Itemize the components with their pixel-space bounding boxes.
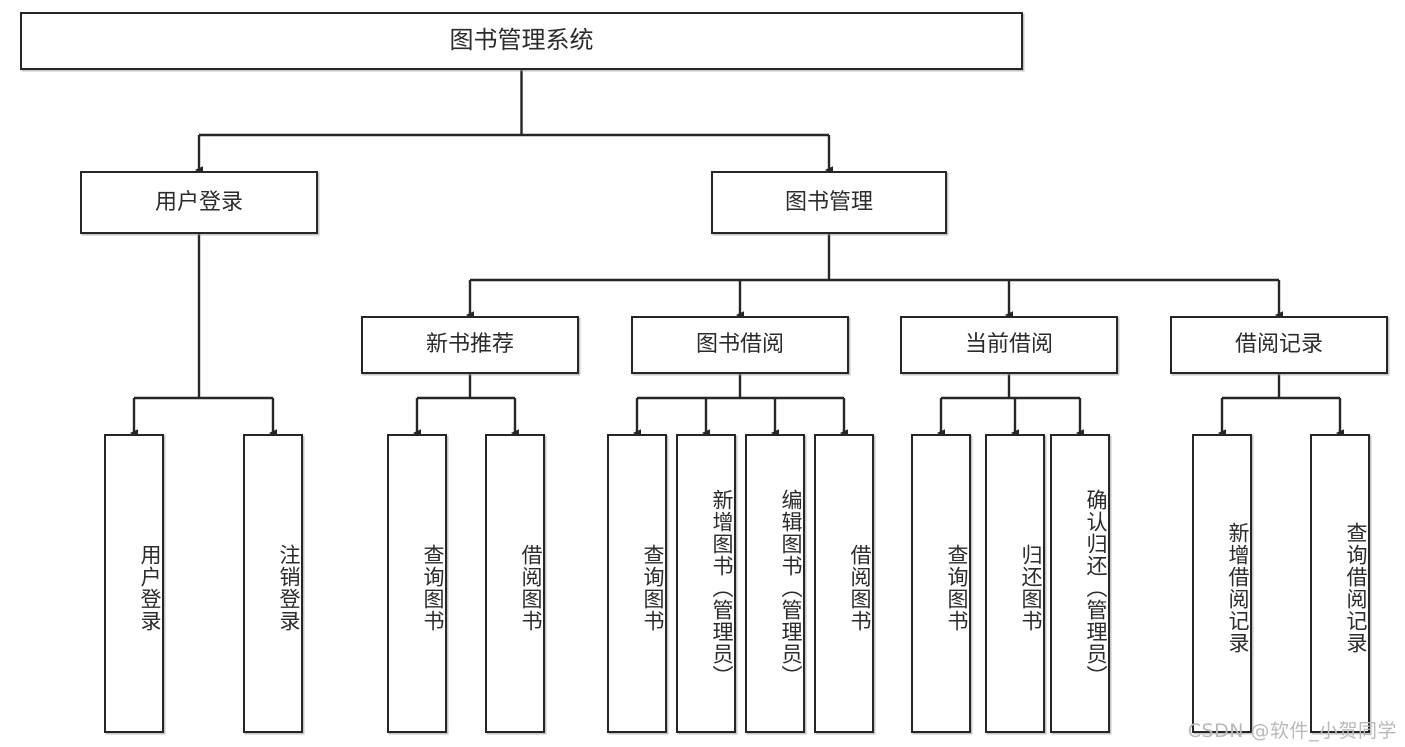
node-label-leaf-logout: 注销登录 <box>277 543 301 632</box>
node-root[interactable]: 图书管理系统 <box>20 12 1023 70</box>
node-label-leaf-user-login: 用户登录 <box>138 543 162 632</box>
node-label-user-login: 用户登录 <box>154 189 243 215</box>
node-book-borrow[interactable]: 图书借阅 <box>631 316 849 374</box>
edge-group <box>129 70 1345 437</box>
node-label-leaf-query-record: 查询借阅记录 <box>1344 521 1368 654</box>
node-label-current-borrow: 当前借阅 <box>964 332 1053 358</box>
node-book-manage[interactable]: 图书管理 <box>711 171 947 234</box>
node-label-book-borrow: 图书借阅 <box>695 332 784 358</box>
node-leaf-return-book[interactable]: 归还图书 <box>985 434 1045 733</box>
node-user-login[interactable]: 用户登录 <box>80 171 318 234</box>
node-label-borrow-record: 借阅记录 <box>1234 332 1323 358</box>
node-leaf-add-book[interactable]: 新增图书（管理员） <box>676 434 736 733</box>
node-label-leaf-return-book: 归还图书 <box>1019 543 1043 632</box>
node-leaf-query-book-3[interactable]: 查询图书 <box>911 434 971 733</box>
node-label-leaf-query-book-3: 查询图书 <box>945 543 969 632</box>
node-leaf-borrow-book-1[interactable]: 借阅图书 <box>485 434 545 733</box>
node-label-book-manage: 图书管理 <box>784 189 873 215</box>
node-leaf-query-book-1[interactable]: 查询图书 <box>387 434 447 733</box>
node-borrow-record[interactable]: 借阅记录 <box>1170 316 1388 374</box>
node-leaf-user-login[interactable]: 用户登录 <box>104 434 164 733</box>
node-leaf-add-record[interactable]: 新增借阅记录 <box>1192 434 1252 733</box>
node-label-leaf-add-record: 新增借阅记录 <box>1226 521 1250 654</box>
node-label-leaf-borrow-book-1: 借阅图书 <box>519 543 543 632</box>
node-label-leaf-add-book: 新增图书（管理员） <box>710 488 734 687</box>
node-label-leaf-query-book-2: 查询图书 <box>641 543 665 632</box>
node-current-borrow[interactable]: 当前借阅 <box>900 316 1118 374</box>
node-leaf-logout[interactable]: 注销登录 <box>243 434 303 733</box>
node-label-root: 图书管理系统 <box>449 26 594 55</box>
node-leaf-edit-book[interactable]: 编辑图书（管理员） <box>745 434 805 733</box>
node-label-new-book-rec: 新书推荐 <box>425 332 514 358</box>
node-label-leaf-borrow-book-2: 借阅图书 <box>848 543 872 632</box>
node-label-leaf-confirm-return: 确认归还（管理员） <box>1084 488 1108 687</box>
node-leaf-query-record[interactable]: 查询借阅记录 <box>1310 434 1370 733</box>
node-leaf-query-book-2[interactable]: 查询图书 <box>607 434 667 733</box>
node-label-leaf-query-book-1: 查询图书 <box>421 543 445 632</box>
node-label-leaf-edit-book: 编辑图书（管理员） <box>779 488 803 687</box>
node-leaf-confirm-return[interactable]: 确认归还（管理员） <box>1050 434 1110 733</box>
node-leaf-borrow-book-2[interactable]: 借阅图书 <box>814 434 874 733</box>
node-new-book-rec[interactable]: 新书推荐 <box>361 316 579 374</box>
